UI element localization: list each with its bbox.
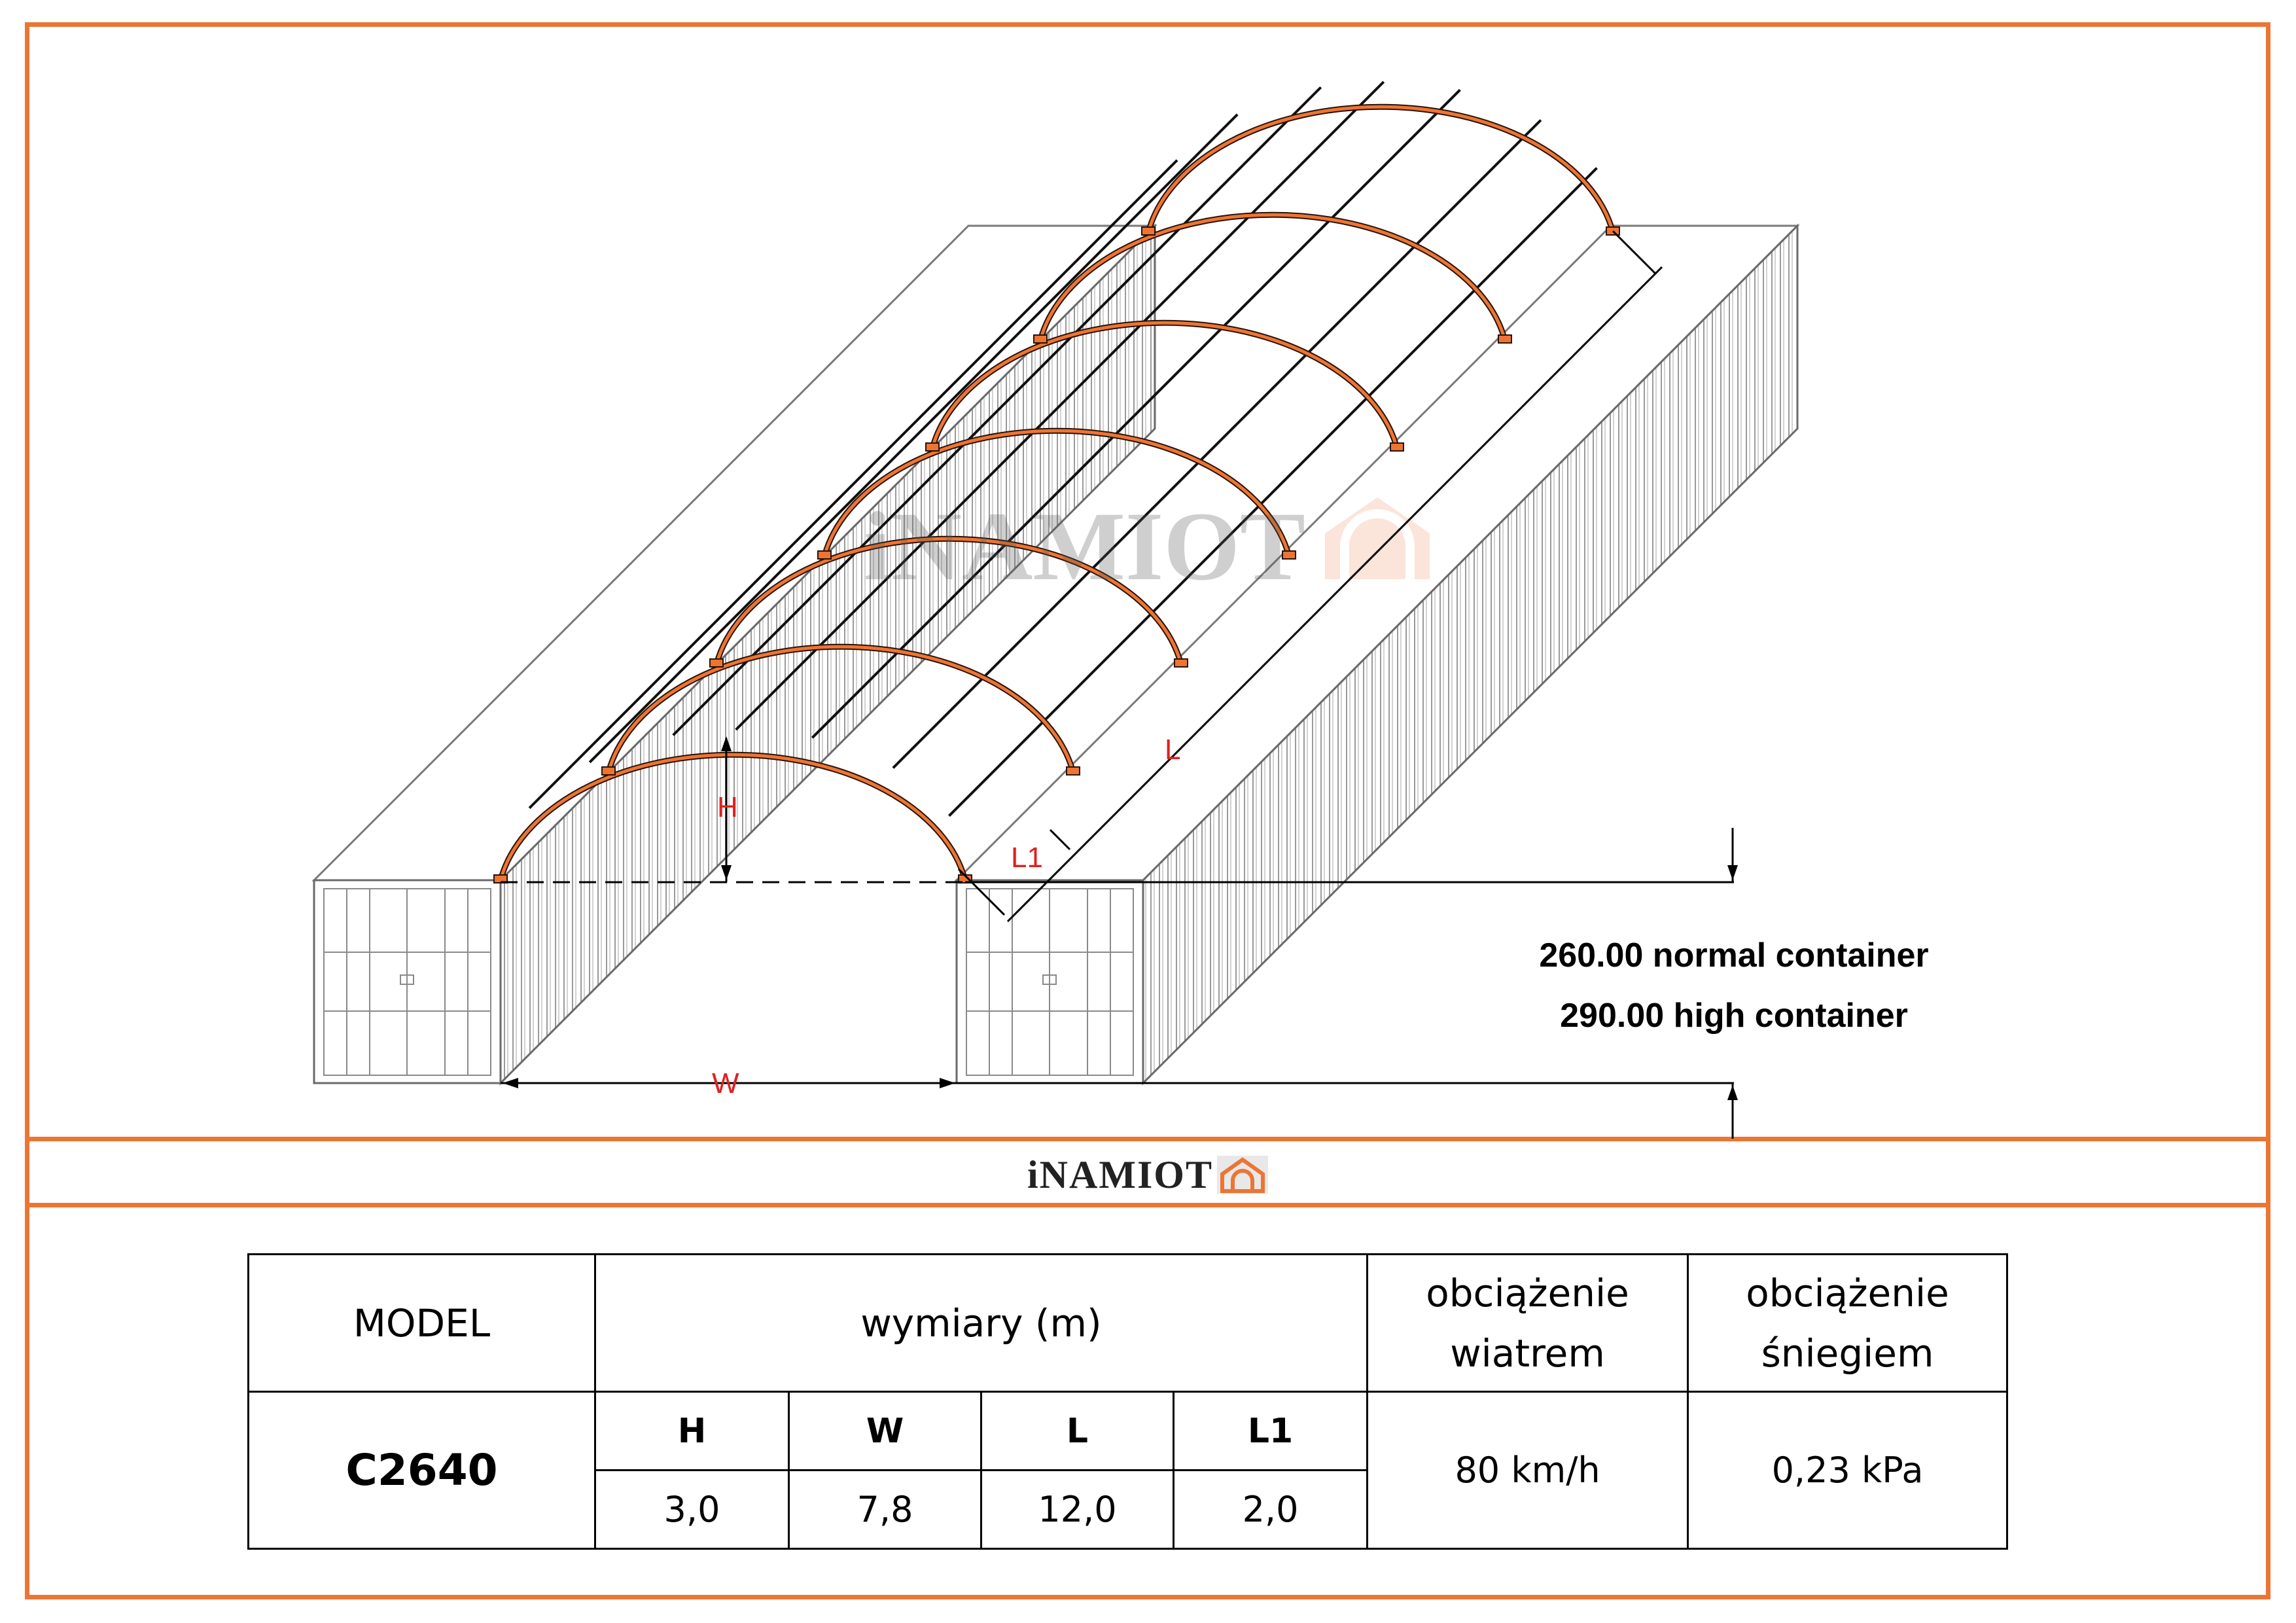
divider-top (25, 1137, 2270, 1141)
brand-name: iNAMIOT (1027, 1152, 1213, 1196)
tent-frame (493, 80, 1620, 883)
dim-header-h: H (594, 1391, 790, 1471)
drawing-frame (25, 22, 2270, 1599)
arch-foot (817, 550, 832, 560)
shelter-drawing: iNAMIOT H W L L1 (311, 80, 1800, 1139)
arch-foot (1498, 334, 1512, 344)
arch-foot (1174, 658, 1188, 668)
purlin (528, 159, 1178, 810)
left-container (311, 223, 1157, 1086)
arch (499, 753, 967, 881)
watermark-text: iNAMIOT (864, 492, 1305, 601)
dimension-lines (501, 230, 1734, 1139)
arch (1038, 213, 1507, 341)
dim-header-l: L (980, 1391, 1174, 1471)
arch-foot (709, 658, 724, 668)
header-snow-load: obciążenie śniegiem (1687, 1253, 2009, 1393)
header-wind-load: obciążenie wiatrem (1366, 1253, 1689, 1393)
purlin (588, 113, 1239, 764)
dimension-arrows (503, 736, 1738, 1100)
purlin (892, 119, 1542, 769)
snow-load-value: 0,23 kPa (1687, 1391, 2009, 1550)
dim-value-w: 7,8 (788, 1469, 982, 1550)
dimension-label-w: W (712, 1067, 739, 1099)
note-normal-container: 260.00 normal container (1539, 936, 1929, 974)
arch (715, 537, 1183, 665)
dimension-label-l: L (1165, 734, 1180, 766)
purlin (672, 86, 1322, 736)
wind-load-value: 80 km/h (1366, 1391, 1689, 1550)
spec-table: MODEL wymiary (m) obciążenie wiatrem obc… (247, 1253, 2009, 1550)
arch (1146, 105, 1615, 233)
logo-band: iNAMIOT (29, 1142, 2266, 1207)
dimension-label-l1: L1 (1011, 842, 1043, 874)
arch-foot (1033, 334, 1048, 344)
arch-foot (1141, 226, 1156, 236)
arch-foot (601, 766, 616, 776)
note-high-container: 290.00 high container (1560, 997, 1908, 1035)
dim-value-l: 12,0 (980, 1469, 1174, 1550)
header-model: MODEL (247, 1253, 596, 1393)
arch-foot (1390, 442, 1404, 452)
arch (607, 645, 1075, 773)
divider-bottom (25, 1203, 2270, 1207)
dim-header-l1: L1 (1172, 1391, 1369, 1471)
dimension-label-h: H (717, 791, 738, 823)
house-icon (1217, 1156, 1268, 1194)
arch-foot (925, 442, 940, 452)
dimension-label-group: H W L L1 (712, 734, 1180, 1099)
dim-value-h: 3,0 (594, 1469, 790, 1550)
model-value: C2640 (247, 1391, 596, 1550)
dim-value-l1: 2,0 (1172, 1469, 1369, 1550)
arch (930, 321, 1399, 449)
arch-foot (1282, 550, 1296, 560)
watermark: iNAMIOT (864, 492, 1430, 601)
arch-foot (1066, 766, 1080, 776)
dim-header-w: W (788, 1391, 982, 1471)
purlin (811, 88, 1461, 739)
purlin (948, 167, 1598, 817)
arch (822, 429, 1291, 557)
brand-logo: iNAMIOT (1027, 1152, 1268, 1198)
purlin (735, 80, 1385, 731)
header-dimensions: wymiary (m) (593, 1253, 1369, 1393)
